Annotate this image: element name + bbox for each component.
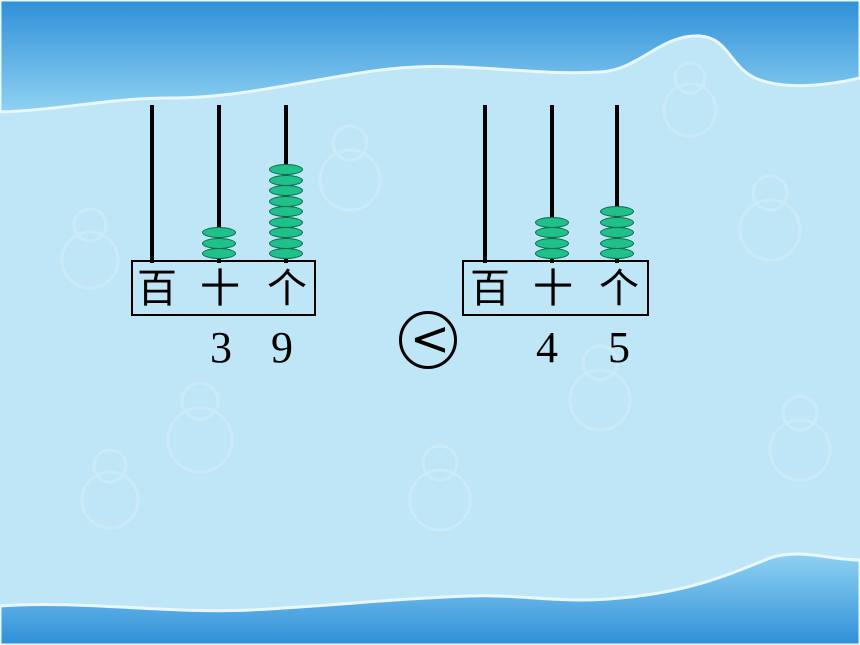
- comparison-circle: <: [399, 311, 457, 369]
- bead: [269, 206, 303, 217]
- bead: [269, 185, 303, 196]
- place-label-tens: 十: [533, 266, 573, 312]
- bead: [600, 206, 634, 217]
- bead: [202, 237, 236, 249]
- bead: [202, 227, 236, 238]
- digit-tens: 3: [210, 323, 232, 372]
- digit-tens: 4: [536, 323, 558, 372]
- bead: [269, 227, 303, 238]
- bead: [202, 248, 236, 259]
- comparison-symbol: <: [409, 311, 451, 367]
- bead: [600, 216, 634, 228]
- rod-hundreds: [483, 105, 487, 263]
- snowman-pattern: [60, 61, 832, 532]
- bead: [600, 248, 634, 259]
- place-label-hundreds: 百: [137, 266, 177, 312]
- bottom-wave: [0, 552, 860, 645]
- bead: [600, 237, 634, 249]
- place-label-ones: 个: [599, 266, 639, 312]
- bead: [535, 248, 569, 259]
- place-value-box: 百 十 个: [131, 260, 316, 316]
- place-label-hundreds: 百: [470, 266, 510, 312]
- place-label-tens: 十: [200, 266, 240, 312]
- bead: [269, 195, 303, 207]
- bead: [535, 237, 569, 249]
- rod-tens: [550, 105, 554, 263]
- bead: [269, 164, 303, 175]
- bead: [269, 237, 303, 249]
- place-value-box: 百 十 个: [462, 260, 649, 316]
- rod-ones: [615, 105, 619, 263]
- bead: [600, 227, 634, 238]
- rod-tens: [217, 105, 221, 263]
- bead: [535, 227, 569, 238]
- digit-ones: 9: [271, 323, 293, 372]
- top-wave: [0, 0, 860, 114]
- bead: [269, 174, 303, 186]
- place-label-ones: 个: [267, 266, 307, 312]
- digit-ones: 5: [608, 323, 630, 372]
- bead: [269, 216, 303, 228]
- bead: [535, 216, 569, 228]
- bead: [269, 248, 303, 259]
- rod-hundreds: [150, 105, 154, 263]
